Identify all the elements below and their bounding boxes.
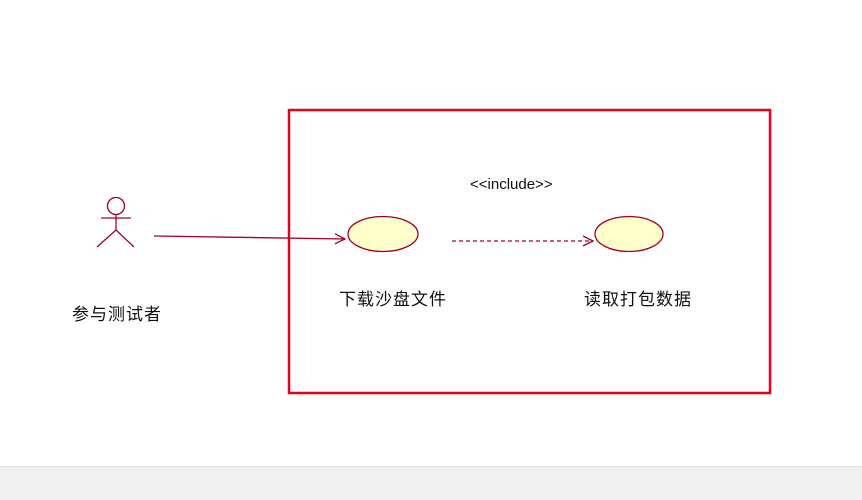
use-case-label-read: 读取打包数据 [584, 290, 692, 310]
uml-usecase-diagram [96, 108, 772, 395]
system-boundary[interactable] [287, 108, 772, 395]
include-stereotype-label: <<include>> [470, 176, 553, 193]
association-line[interactable] [153, 236, 345, 239]
actor-label: 参与测试者 [72, 305, 162, 325]
use-case-download-sandbox[interactable] [347, 215, 419, 253]
diagram-canvas: <<include>> 下载沙盘文件 读取打包数据 参与测试者 [72, 108, 772, 395]
footer-strip [0, 466, 862, 500]
actor-icon[interactable] [96, 196, 135, 248]
use-case-label-download: 下载沙盘文件 [339, 290, 447, 310]
use-case-read-packed-data[interactable] [594, 215, 664, 253]
